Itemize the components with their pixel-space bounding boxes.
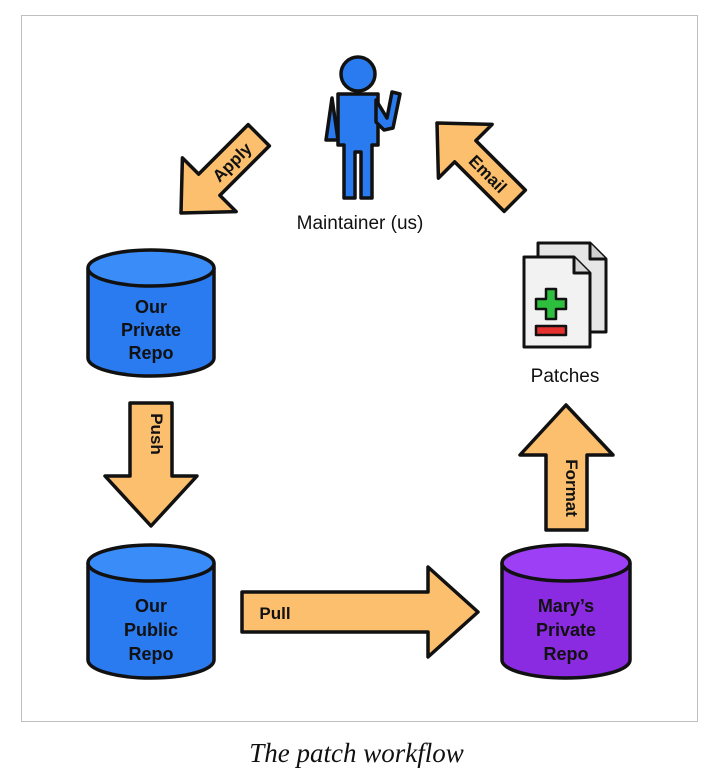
maintainer-label: Maintainer (us) <box>297 213 424 234</box>
maintainer-person-icon <box>324 55 402 200</box>
figure-caption: The patch workflow <box>249 738 464 768</box>
our-public-repo-line2: Public <box>124 620 178 640</box>
patches-label: Patches <box>531 366 600 387</box>
pull-arrow: Pull <box>240 565 480 659</box>
format-arrow: Format <box>518 403 615 532</box>
apply-arrow: Apply <box>179 122 272 215</box>
patches-document-icon <box>522 241 608 349</box>
marys-private-repo-line1: Mary’s <box>538 596 594 616</box>
marys-private-repo-line3: Repo <box>544 644 589 664</box>
our-private-repo-cylinder: Our Private Repo <box>86 248 216 378</box>
push-arrow-label: Push <box>147 413 166 455</box>
marys-private-repo-cylinder: Mary’s Private Repo <box>500 543 632 680</box>
our-public-repo-line3: Repo <box>129 644 174 664</box>
format-arrow-label: Format <box>562 459 581 517</box>
marys-private-repo-line2: Private <box>536 620 596 640</box>
our-public-repo-cylinder: Our Public Repo <box>86 543 216 680</box>
plus-icon <box>534 287 568 321</box>
our-private-repo-line1: Our <box>135 297 167 317</box>
push-arrow: Push <box>103 401 199 528</box>
our-private-repo-line3: Repo <box>129 343 174 363</box>
our-private-repo-line2: Private <box>121 320 181 340</box>
pull-arrow-label: Pull <box>259 604 290 623</box>
minus-icon <box>534 324 568 337</box>
email-arrow: Email <box>435 121 528 214</box>
our-public-repo-line1: Our <box>135 596 167 616</box>
